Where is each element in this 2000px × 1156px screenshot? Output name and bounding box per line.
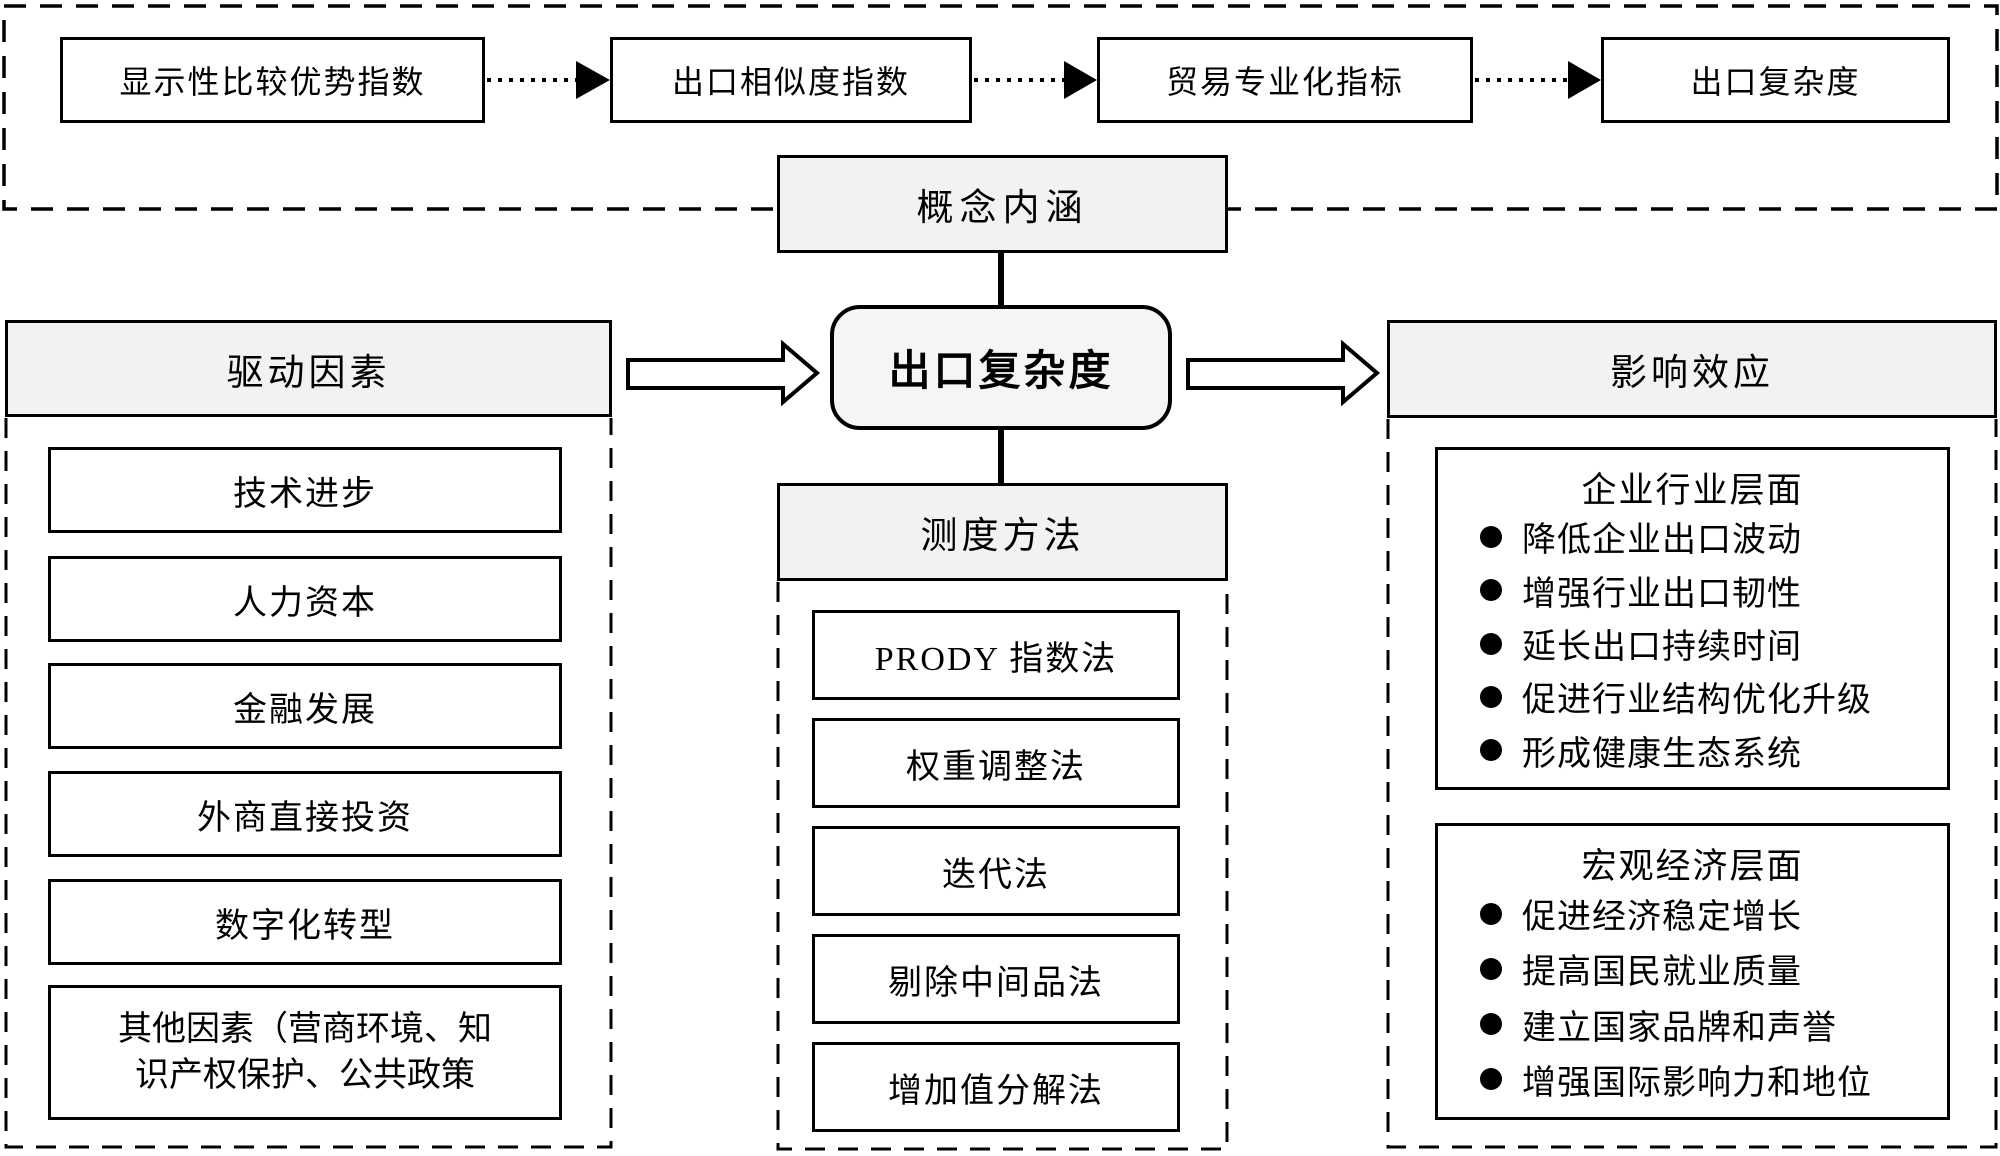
driver-item-human-capital: 人力资本: [48, 556, 562, 642]
concept-section-dashed-frame: [2, 4, 1999, 211]
methods-dashed-container: [776, 582, 1229, 1151]
driver-item-fdi: 外商直接投资: [48, 771, 562, 857]
bullet-dot-icon: [1480, 579, 1502, 602]
method-item-weight-adjustment: 权重调整法: [812, 718, 1180, 808]
methods-header: 测度方法: [777, 483, 1228, 581]
effect-bullet-text: 增强行业出口韧性: [1522, 575, 1802, 613]
effects-dashed-container: [1386, 419, 1998, 1149]
bullet-dot-icon: [1480, 632, 1502, 655]
dotted-arrow-2: [974, 61, 1097, 99]
bullet-dot-icon: [1480, 739, 1502, 762]
method-item-value-added-decomposition: 增加值分解法: [812, 1042, 1180, 1132]
drivers-header: 驱动因素: [5, 320, 612, 417]
effect-bullet-text: 建立国家品牌和声誉: [1522, 1009, 1837, 1047]
bullet-dot-icon: [1480, 902, 1502, 925]
flow-node-export-similarity-index: 出口相似度指数: [610, 37, 972, 123]
effect-bullet-row: 降低企业出口波动: [1438, 510, 1947, 563]
bullet-dot-icon: [1480, 957, 1502, 980]
hollow-arrow-drivers-to-core: [626, 339, 821, 407]
bullet-dot-icon: [1480, 685, 1502, 708]
effect-bullet-row: 延长出口持续时间: [1438, 617, 1947, 670]
effect-bullet-row: 增强行业出口韧性: [1438, 563, 1947, 616]
effect-bullet-row: 增强国际影响力和地位: [1438, 1052, 1947, 1117]
method-item-exclude-intermediates: 剔除中间品法: [812, 934, 1180, 1024]
flow-node-export-sophistication: 出口复杂度: [1601, 37, 1950, 123]
flow-node-trade-specialization-index: 贸易专业化指标: [1097, 37, 1473, 123]
effects-group-firm-industry: 企业行业层面 降低企业出口波动 增强行业出口韧性 延长出口持续时间 促进行业结构…: [1435, 447, 1950, 790]
drivers-dashed-container: [4, 418, 613, 1149]
flow-node-rca-index: 显示性比较优势指数: [60, 37, 485, 123]
dotted-arrow-1: [487, 61, 610, 99]
method-item-iteration: 迭代法: [812, 826, 1180, 916]
hollow-arrow-core-to-effects: [1186, 339, 1381, 407]
effects-group-firm-industry-title: 企业行业层面: [1581, 471, 1804, 510]
concept-connotation-box: 概念内涵: [777, 155, 1228, 253]
effect-bullet-row: 促进经济稳定增长: [1438, 886, 1947, 941]
effect-bullet-text: 促进经济稳定增长: [1522, 899, 1802, 937]
effect-bullet-row: 形成健康生态系统: [1438, 724, 1947, 787]
core-export-sophistication-node: 出口复杂度: [830, 305, 1172, 430]
bullet-dot-icon: [1480, 1068, 1502, 1091]
effect-bullet-text: 降低企业出口波动: [1522, 522, 1802, 560]
bullet-dot-icon: [1480, 525, 1502, 548]
effect-bullet-text: 促进行业结构优化升级: [1522, 682, 1872, 720]
effect-bullet-text: 提高国民就业质量: [1522, 954, 1802, 992]
effect-bullet-row: 提高国民就业质量: [1438, 941, 1947, 996]
effect-bullet-text: 延长出口持续时间: [1522, 629, 1802, 667]
driver-item-digital-transformation: 数字化转型: [48, 879, 562, 965]
effects-group-macro-economy: 宏观经济层面 促进经济稳定增长 提高国民就业质量 建立国家品牌和声誉 增强国际影…: [1435, 823, 1950, 1120]
driver-item-financial-development: 金融发展: [48, 663, 562, 749]
effects-header: 影响效应: [1387, 320, 1997, 418]
effect-bullet-text: 增强国际影响力和地位: [1522, 1064, 1872, 1102]
effects-group-macro-economy-title: 宏观经济层面: [1581, 847, 1804, 886]
driver-item-technology: 技术进步: [48, 447, 562, 533]
method-item-prody: PRODY 指数法: [812, 610, 1180, 700]
effect-bullet-row: 促进行业结构优化升级: [1438, 670, 1947, 723]
dotted-arrow-3: [1475, 61, 1601, 99]
bullet-dot-icon: [1480, 1013, 1502, 1036]
effect-bullet-text: 形成健康生态系统: [1522, 735, 1802, 773]
driver-item-other-factors: 其他因素（营商环境、知识产权保护、公共政策: [48, 985, 562, 1120]
effect-bullet-row: 建立国家品牌和声誉: [1438, 997, 1947, 1052]
